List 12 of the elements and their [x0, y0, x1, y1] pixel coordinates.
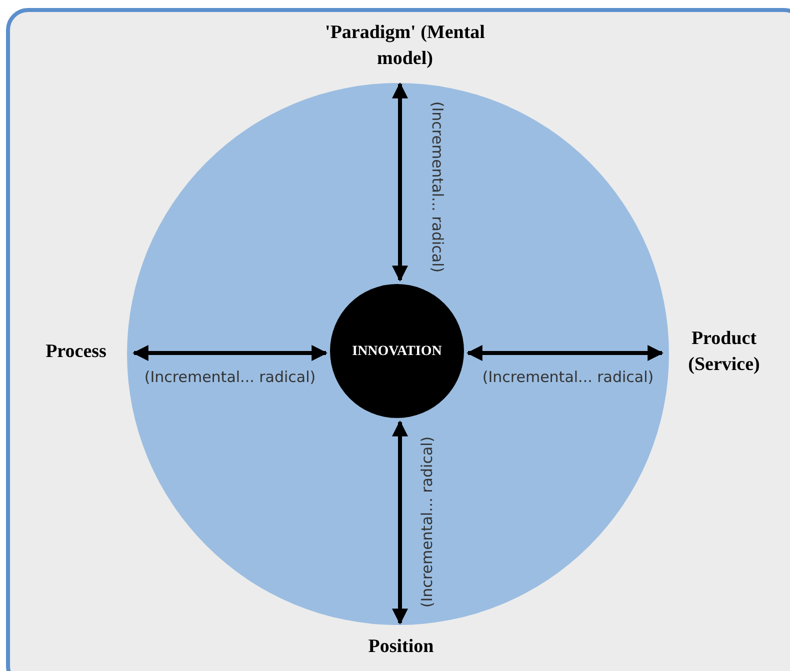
edge-label: (Incremental... radical) — [144, 366, 316, 388]
edge-label: (Incremental... radical) — [416, 436, 437, 608]
double-arrow — [132, 345, 328, 361]
double-arrow — [392, 420, 408, 625]
edge-label: (Incremental... radical) — [482, 366, 654, 388]
dimension-label: Process — [30, 340, 122, 364]
dimension-label: Product (Service) — [674, 326, 774, 378]
edge-label: (Incremental... radical) — [427, 101, 448, 273]
dimension-label: 'Paradigm' (Mental model) — [315, 20, 495, 72]
double-arrow — [466, 345, 664, 361]
double-arrow — [392, 82, 408, 282]
dimension-label: Position — [346, 635, 456, 659]
